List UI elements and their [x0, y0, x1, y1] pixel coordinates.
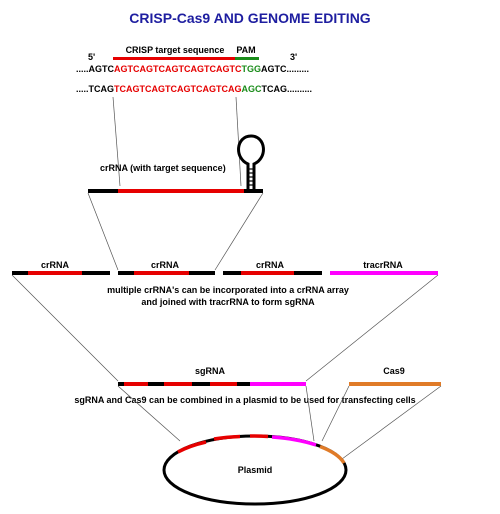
array-caption-line2: and joined with tracrRNA to form sgRNA [141, 297, 315, 307]
connector-line [321, 385, 350, 442]
connector-line [117, 385, 181, 442]
sgrna-label: sgRNA [195, 366, 226, 376]
bottom-prefix: .....TCAG [76, 84, 114, 94]
connector-line [235, 96, 242, 187]
top-strand: .....AGTCAGTCAGTCAGTCAGTCAGTCTGGAGTC....… [76, 64, 309, 74]
top-suffix: AGTC......... [261, 64, 309, 74]
three-prime-label: 3' [290, 52, 297, 62]
sgrna-caption: sgRNA and Cas9 can be combined in a plas… [74, 395, 415, 405]
top-pam: TGG [242, 64, 262, 74]
bottom-suffix: TCAG.......... [262, 84, 313, 94]
target-sequence-label: CRISP target sequence [126, 45, 225, 55]
connector-line [305, 385, 315, 442]
top-target: AGTCAGTCAGTCAGTCAGTC [114, 64, 242, 74]
connector-line [341, 385, 442, 460]
hairpin-icon [237, 134, 265, 189]
connector-line [87, 192, 119, 271]
array-crrna-label-2: crRNA [151, 260, 180, 270]
crrna-label: crRNA (with target sequence) [100, 163, 226, 173]
array-caption-line1: multiple crRNA's can be incorporated int… [107, 285, 349, 295]
cas9-label: Cas9 [383, 366, 405, 376]
page-title: CRISP-Cas9 AND GENOME EDITING [129, 10, 371, 26]
connector-line [305, 274, 439, 382]
connector-line [112, 96, 121, 187]
array-crrna-label-3: crRNA [256, 260, 285, 270]
bottom-strand: .....TCAGTCAGTCAGTCAGTCAGTCAGAGCTCAG....… [76, 84, 312, 94]
bottom-target: TCAGTCAGTCAGTCAGTCAG [114, 84, 242, 94]
connector-line [214, 192, 264, 271]
five-prime-label: 5' [88, 52, 95, 62]
plasmid-label: Plasmid [238, 465, 273, 475]
pam-label: PAM [236, 45, 255, 55]
plasmid [162, 434, 348, 506]
tracrrna-label: tracrRNA [363, 260, 403, 270]
array-crrna-label-1: crRNA [41, 260, 70, 270]
bottom-pam: AGC [242, 84, 263, 94]
top-prefix: .....AGTC [76, 64, 115, 74]
connector-line [11, 274, 119, 382]
